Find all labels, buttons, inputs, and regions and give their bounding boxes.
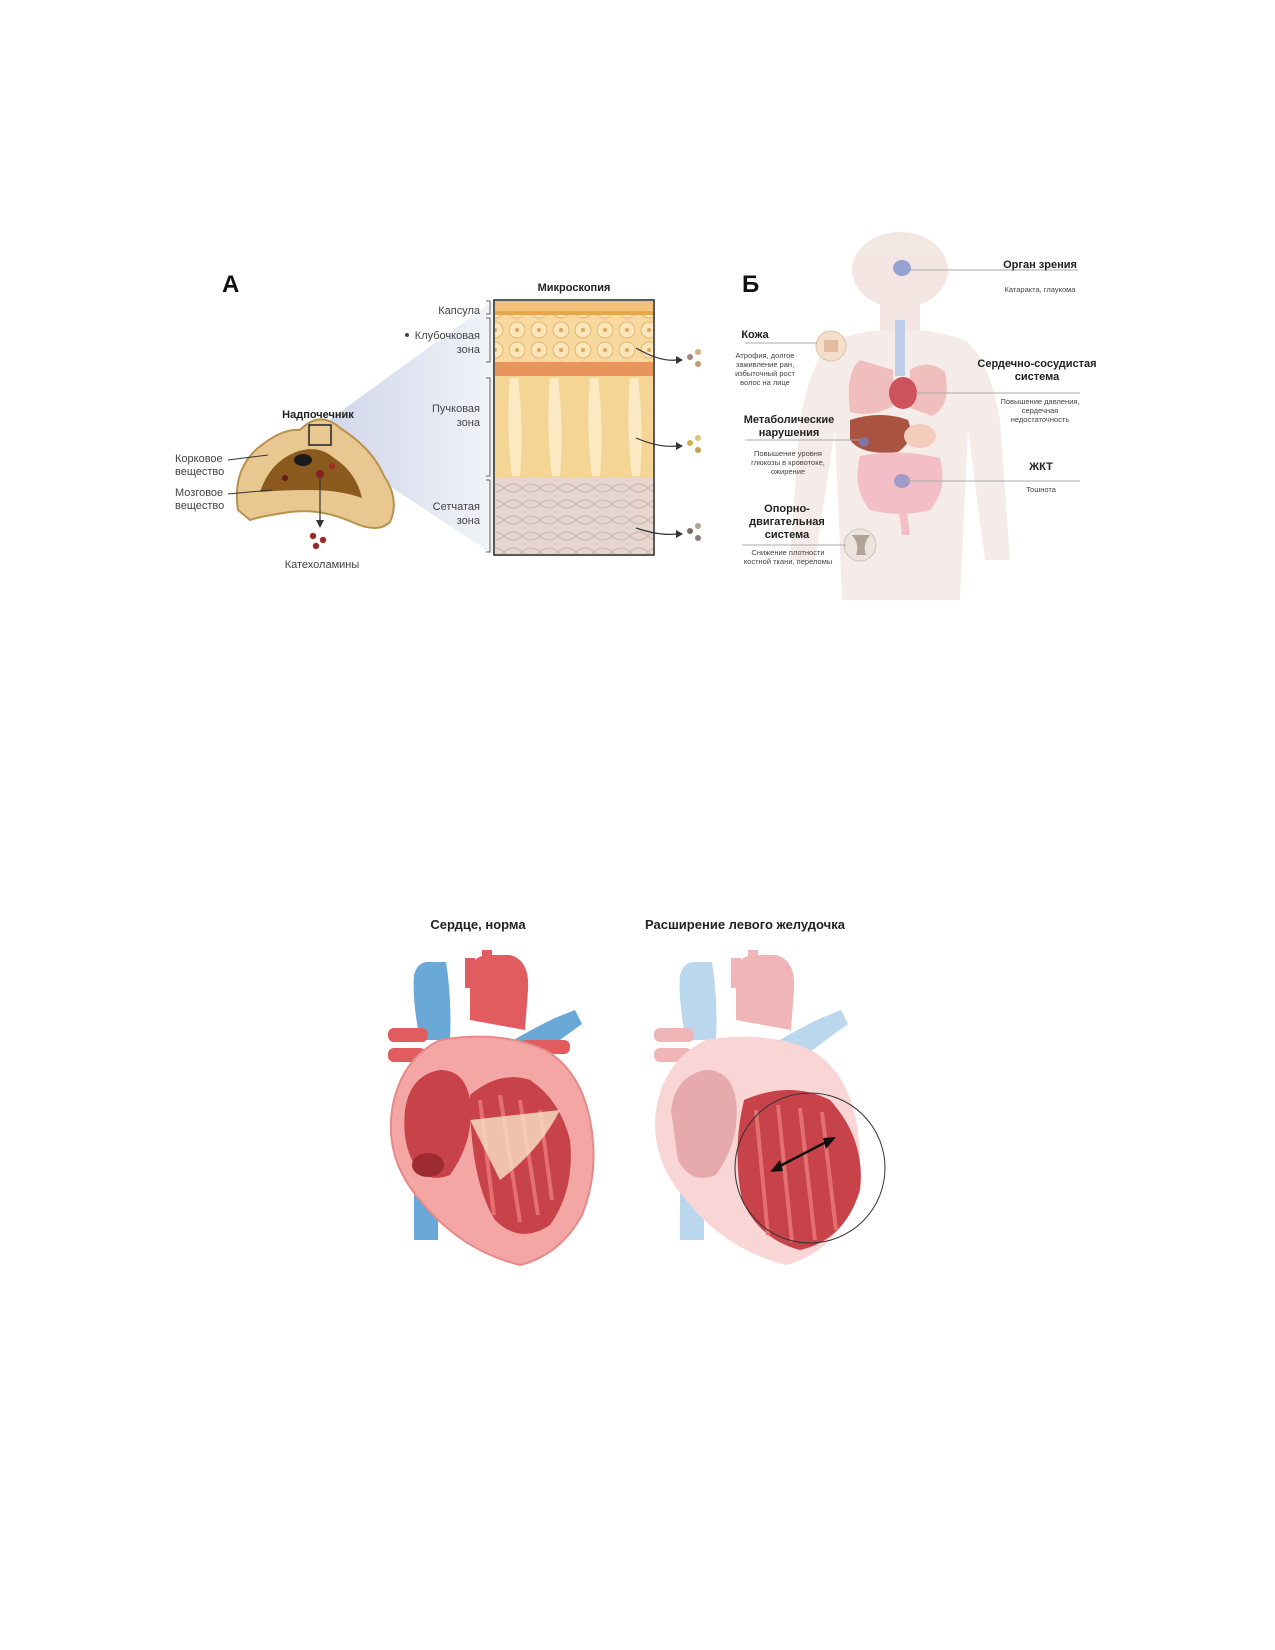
microscopy-title: Микроскопия: [538, 282, 611, 294]
musculo-title-1: Опорно-: [764, 503, 810, 515]
skin-desc-3: избыточный рост: [735, 369, 795, 378]
heart-dilated-illustration: [654, 950, 886, 1265]
secretion-arrowheads: [676, 356, 683, 538]
figure-adrenal-and-effects: А Б Микроскопия Капсула Клубочковая зона…: [175, 232, 1097, 600]
cardio-title-2: система: [1015, 371, 1060, 383]
label-capsule: Капсула: [438, 305, 481, 317]
label-fascicular-2: зона: [457, 417, 481, 429]
musculo-desc-2: костной ткани, переломы: [744, 557, 832, 566]
heart-dilated-title: Расширение левого желудочка: [645, 917, 846, 932]
medulla-leader: [227, 489, 273, 495]
label-reticular-1: Сетчатая: [433, 501, 480, 513]
hormone-dots: [687, 349, 701, 541]
gland-title: Надпочечник: [282, 409, 354, 421]
catecholamine-arrowhead: [316, 520, 324, 528]
label-reticular-2: зона: [457, 515, 481, 527]
musculo-desc-1: Снижение плотности: [751, 548, 824, 557]
heart-normal-title: Сердце, норма: [430, 917, 526, 932]
skin-title: Кожа: [741, 329, 769, 341]
label-catecholamines: Катехоламины: [285, 559, 360, 571]
panel-a-letter: А: [222, 271, 239, 298]
label-medulla-1: Мозговое: [175, 487, 223, 499]
metabolic-title-1: Метаболические: [744, 414, 835, 426]
git-title: ЖКТ: [1028, 461, 1053, 473]
metabolic-desc-1: Повышение уровня: [754, 449, 822, 458]
vision-desc: Катаракта, глаукома: [1005, 285, 1077, 294]
git-desc: Тошнота: [1026, 485, 1057, 494]
cardio-title-1: Сердечно-сосудистая: [977, 358, 1096, 370]
figure-heart-comparison: Сердце, норма Расширение левого желудочк…: [388, 917, 886, 1267]
panel-b-leaders: [742, 269, 1080, 546]
skin-desc-2: заживление ран,: [736, 360, 794, 369]
secretion-arrows: [635, 347, 677, 535]
cardio-desc-3: недостаточность: [1011, 415, 1070, 424]
metabolic-desc-3: ожирение: [771, 467, 805, 476]
vision-title: Орган зрения: [1003, 259, 1077, 271]
heart-normal-illustration: [388, 950, 595, 1267]
skin-desc-4: волос на лице: [740, 378, 790, 387]
cardio-desc-2: сердечная: [1022, 406, 1059, 415]
glomerular-bullet: [405, 333, 409, 337]
label-glomerular-2: зона: [457, 344, 481, 356]
metabolic-desc-2: глюкозы в кровотоке,: [751, 458, 825, 467]
cortex-leader: [227, 454, 269, 461]
adrenal-gland-illustration: [235, 418, 395, 529]
panel-b-letter: Б: [742, 271, 759, 298]
microscopy-section: [493, 299, 655, 556]
label-fascicular-1: Пучковая: [432, 403, 480, 415]
label-medulla-2: вещество: [175, 500, 224, 512]
body-silhouette: [790, 232, 1010, 600]
musculo-title-3: система: [765, 529, 810, 541]
skin-desc-1: Атрофия, долгое: [736, 351, 795, 360]
catecholamine-dots: [309, 532, 327, 550]
zoom-projection: [318, 300, 494, 555]
zone-brackets: [486, 300, 491, 553]
label-cortex-2: вещество: [175, 466, 224, 478]
metabolic-title-2: нарушения: [759, 427, 820, 439]
label-cortex-1: Корковое: [175, 453, 223, 465]
musculo-title-2: двигательная: [749, 516, 825, 528]
cardio-desc-1: Повышение давления,: [1000, 397, 1079, 406]
label-glomerular-1: Клубочковая: [415, 330, 480, 342]
